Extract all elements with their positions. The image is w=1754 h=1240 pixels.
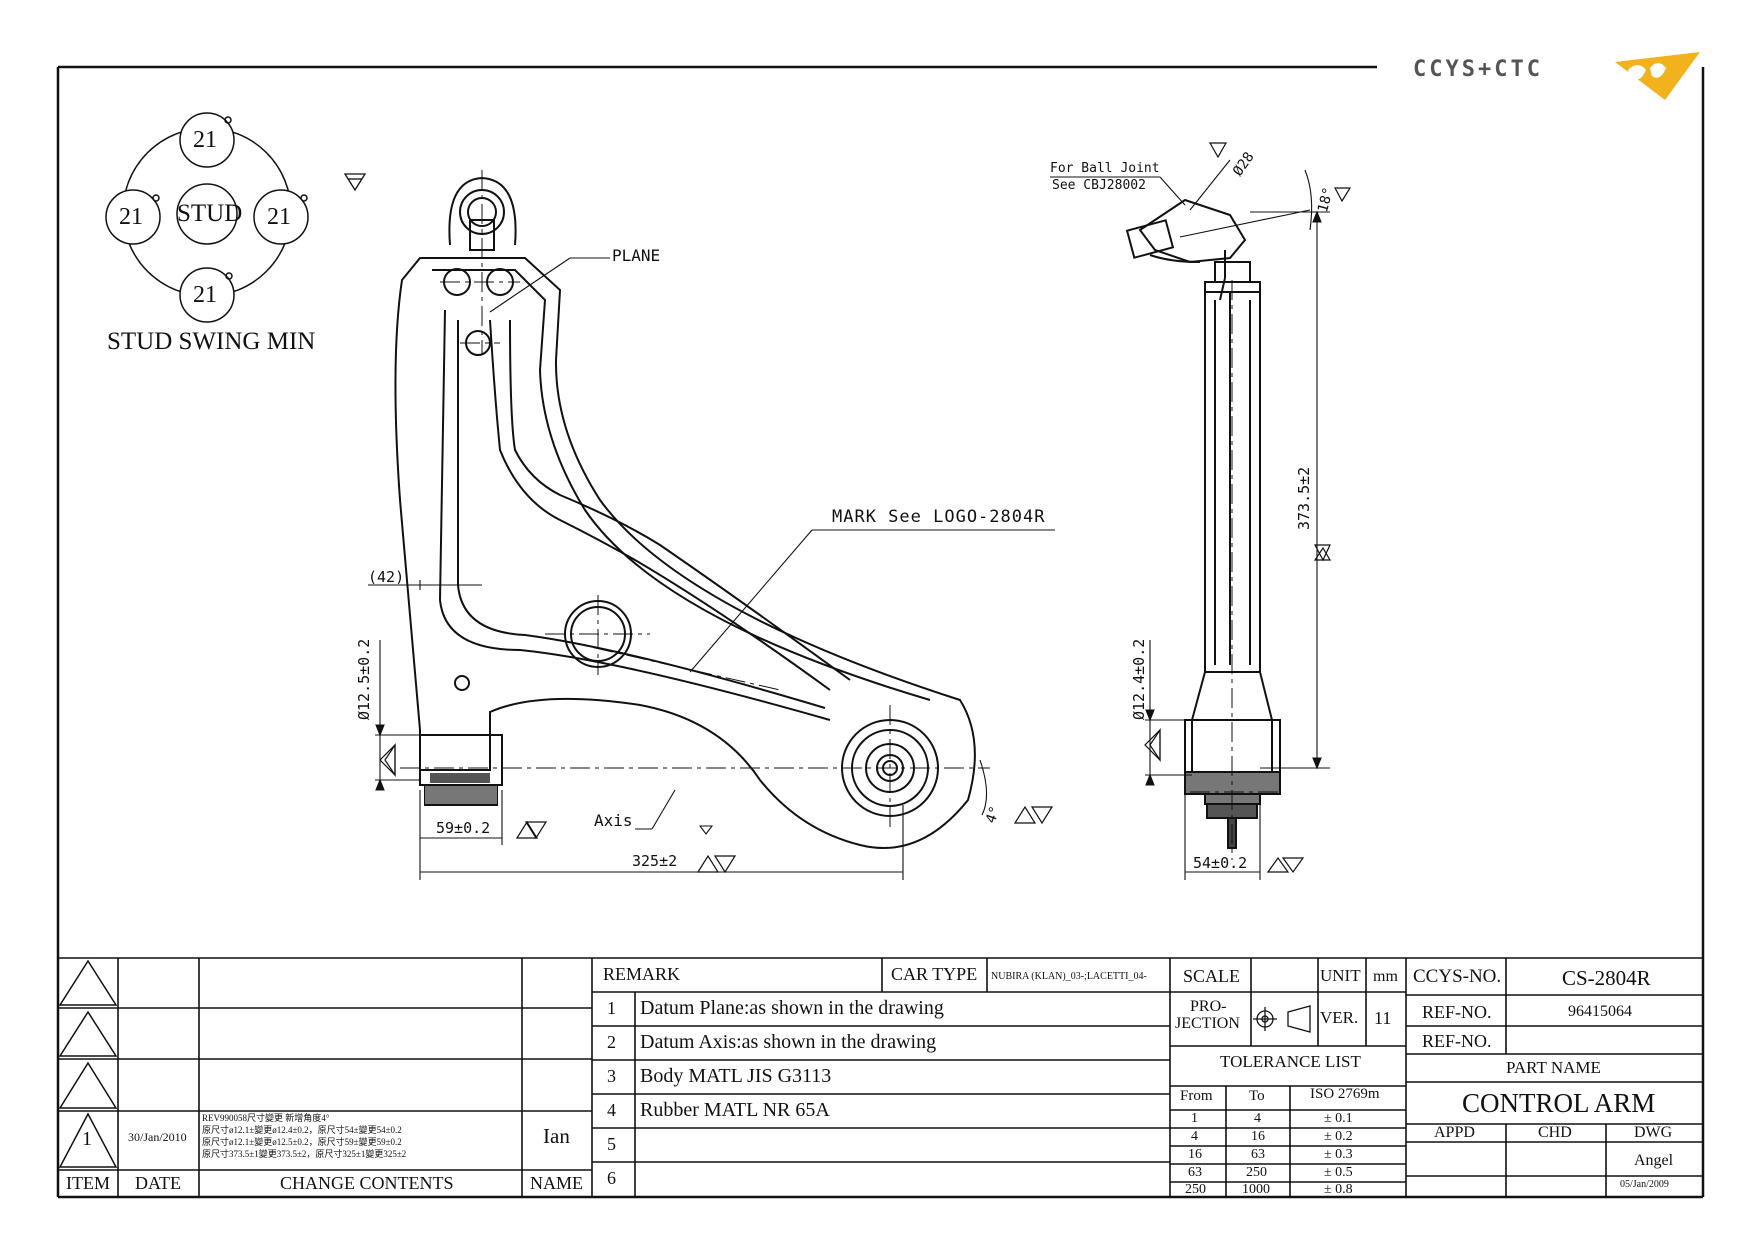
ver-label: VER. (1320, 1008, 1359, 1027)
front-view-centerlines (400, 170, 990, 830)
logo-mark (1615, 52, 1700, 100)
revision-change-line-4: 原尺寸373.5±1變更373.5±2，原尺寸325±1變更325±2 (202, 1149, 407, 1159)
tol-r5-to: 1000 (1242, 1182, 1270, 1197)
side-view-centerlines (1190, 280, 1280, 860)
ver-value: 11 (1374, 1008, 1392, 1028)
revision-change-line-2: 原尺寸ø12.1±變更ø12.4±0.2，原尺寸54±變更54±0.2 (202, 1125, 402, 1135)
projection-label-2: JECTION (1175, 1015, 1240, 1032)
remark-num-5: 5 (607, 1134, 616, 1154)
remark-num-2: 2 (607, 1032, 616, 1052)
stud-swing-diagram (105, 112, 309, 323)
dim-diameter-12-4: Ø12.4±0.2 (1130, 638, 1148, 720)
remark-text-1: Datum Plane:as shown in the drawing (640, 997, 944, 1019)
tol-r4-to: 250 (1246, 1165, 1267, 1180)
header-change-contents: CHANGE CONTENTS (280, 1173, 454, 1193)
dim-42: (42) (368, 568, 405, 586)
dwg-label: DWG (1634, 1124, 1673, 1141)
ball-joint-note-1: For Ball Joint (1050, 161, 1160, 176)
projection-label-1: PRO- (1190, 998, 1227, 1015)
dwg-name: Angel (1634, 1152, 1674, 1169)
dim-325: 325±2 (632, 852, 678, 870)
revision-triangles (58, 959, 118, 1168)
header-date: DATE (135, 1173, 181, 1193)
revision-date-1: 30/Jan/2010 (128, 1130, 187, 1144)
tolerance-title: TOLERANCE LIST (1220, 1052, 1361, 1071)
revision-name-1: Ian (543, 1124, 570, 1148)
car-type-value: NUBIRA (KLAN)_03-;LACETTI_04- (991, 971, 1147, 982)
revision-change-line-3: 原尺寸ø12.1±變更ø12.5±0.2，原尺寸59±變更59±0.2 (202, 1137, 402, 1147)
remark-header: REMARK (603, 964, 681, 984)
header-item: ITEM (66, 1173, 110, 1193)
mark-label: MARK See LOGO-2804R (832, 507, 1046, 527)
remark-text-2: Datum Axis:as shown in the drawing (640, 1031, 937, 1053)
tol-r2-from: 4 (1191, 1129, 1198, 1144)
remark-num-1: 1 (607, 998, 616, 1018)
dim-diameter-12-5: Ø12.5±0.2 (355, 638, 373, 720)
appd-label: APPD (1434, 1124, 1475, 1141)
remark-text-4: Rubber MATL NR 65A (640, 1099, 830, 1121)
remark-num-6: 6 (607, 1168, 616, 1188)
tol-r4-from: 63 (1188, 1165, 1202, 1180)
ref-no2-label: REF-NO. (1422, 1031, 1492, 1051)
remark-num-3: 3 (607, 1066, 616, 1086)
ref-no-value: 96415064 (1568, 1003, 1632, 1020)
drawing-border (56, 65, 1705, 1199)
stud-right-value: 21 (267, 204, 291, 230)
dim-59: 59±0.2 (436, 819, 491, 837)
tol-r1-to: 4 (1254, 1111, 1261, 1126)
stud-top-value: 21 (193, 127, 217, 153)
tol-r5-iso: ± 0.8 (1324, 1182, 1353, 1197)
tol-r2-iso: ± 0.2 (1324, 1129, 1353, 1144)
tol-r3-to: 63 (1251, 1147, 1265, 1162)
remark-text-3: Body MATL JIS G3113 (640, 1065, 832, 1087)
datum-symbol (343, 173, 367, 192)
dim-54: 54±0.2 (1193, 854, 1248, 872)
stud-bottom-value: 21 (193, 282, 217, 308)
tolerance-header-from: From (1180, 1088, 1213, 1104)
front-view-dimensions (368, 257, 1055, 880)
part-name-label: PART NAME (1506, 1058, 1601, 1077)
ball-joint-note-2: See CBJ28002 (1052, 178, 1146, 193)
tol-r3-iso: ± 0.3 (1324, 1147, 1353, 1162)
front-datum-symbols (379, 743, 1054, 874)
tol-r3-from: 16 (1188, 1147, 1202, 1162)
ref-no-label: REF-NO. (1422, 1002, 1492, 1022)
stud-swing-title: STUD SWING MIN (107, 328, 316, 355)
plane-label: PLANE (612, 246, 661, 265)
part-name-value: CONTROL ARM (1462, 1088, 1656, 1118)
scale-label: SCALE (1183, 966, 1241, 986)
ccys-no-label: CCYS-NO. (1413, 966, 1502, 987)
logo-text: CCYS+CTC (1413, 57, 1543, 82)
tol-r5-from: 250 (1185, 1182, 1206, 1197)
revision-item-1: 1 (82, 1128, 92, 1150)
dim-373-5: 373.5±2 (1295, 466, 1313, 530)
header-name: NAME (530, 1173, 583, 1193)
tol-r1-iso: ± 0.1 (1324, 1111, 1353, 1126)
tol-r4-iso: ± 0.5 (1324, 1165, 1353, 1180)
tolerance-header-to: To (1249, 1088, 1265, 1104)
chd-label: CHD (1538, 1124, 1572, 1141)
revision-change-line-1: REV990058尺寸變更 新增角度4° (202, 1113, 330, 1123)
stud-left-value: 21 (119, 204, 143, 230)
side-datum-symbols (1144, 142, 1352, 874)
tol-r1-from: 1 (1191, 1111, 1198, 1126)
axis-label: Axis (594, 811, 633, 830)
car-type-label: CAR TYPE (891, 964, 978, 984)
tolerance-header-iso: ISO 2769m (1310, 1086, 1380, 1102)
tol-r2-to: 16 (1251, 1129, 1265, 1144)
unit-label: UNIT (1320, 966, 1361, 985)
ccys-no-value: CS-2804R (1562, 966, 1651, 990)
side-view-dimensions (1050, 159, 1330, 880)
projection-symbol (1253, 1005, 1311, 1033)
unit-value: mm (1373, 968, 1398, 985)
title-block-grid (58, 957, 1703, 1197)
dwg-date: 05/Jan/2009 (1620, 1179, 1669, 1190)
remark-num-4: 4 (607, 1100, 616, 1120)
stud-center-label: STUD (177, 200, 243, 227)
